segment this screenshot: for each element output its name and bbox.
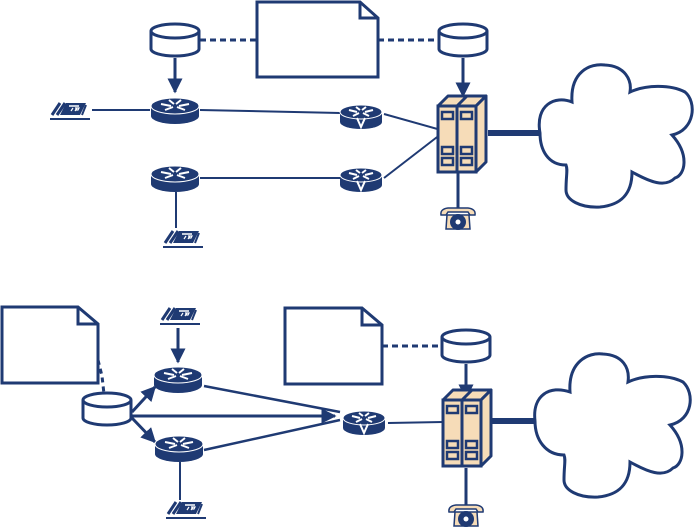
router-icon — [153, 366, 203, 394]
edge-db3-router3 — [130, 385, 157, 414]
analog-phone-icon — [448, 504, 484, 528]
ip-phone-icon — [158, 306, 202, 326]
database-icon — [437, 22, 489, 58]
database-icon — [81, 391, 133, 427]
ip-phone-icon — [164, 500, 208, 520]
database-icon — [149, 22, 201, 58]
edge-router3-vgw3 — [203, 384, 341, 414]
pbx-switch-icon — [441, 388, 493, 468]
voice-router-icon — [339, 167, 383, 193]
cloud-icon — [533, 352, 692, 499]
edge-router1-vgw1 — [199, 109, 341, 114]
edge-doc2-db3 — [96, 359, 106, 395]
edge-vgw2-pbx1 — [383, 133, 442, 179]
ip-phone-icon — [48, 101, 92, 121]
pbx-switch-icon — [436, 94, 488, 174]
edges-bottom — [96, 328, 535, 508]
panel-bottom — [0, 305, 692, 528]
voice-router-icon — [339, 104, 383, 130]
document-icon — [0, 305, 100, 385]
edge-db3-router4 — [130, 416, 157, 444]
router-icon — [150, 97, 200, 125]
edges-top — [92, 38, 540, 228]
database-icon — [440, 328, 492, 364]
edge-vgw1-pbx1 — [383, 113, 442, 131]
router-icon — [150, 165, 200, 193]
document-icon — [283, 306, 384, 386]
edge-vgw3-pbx2 — [387, 421, 444, 424]
voice-router-icon — [342, 410, 386, 436]
ip-phone-icon — [161, 229, 205, 249]
router-icon — [154, 435, 204, 463]
document-icon — [255, 0, 380, 79]
cloud-icon — [537, 63, 694, 209]
edge-router4-vgw3 — [203, 418, 341, 452]
analog-phone-icon — [440, 207, 476, 231]
panel-top — [48, 0, 694, 249]
